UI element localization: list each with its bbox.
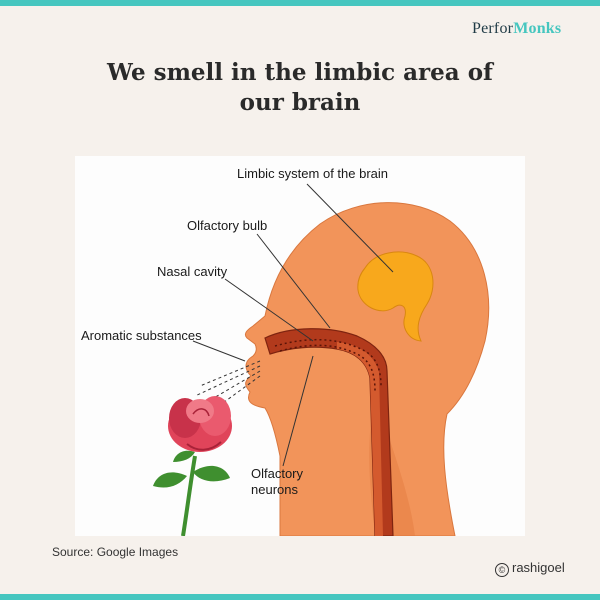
copyright-icon: © — [495, 563, 509, 577]
throat-inner — [337, 342, 383, 536]
bottom-accent-bar — [0, 594, 600, 600]
label-olfactory-neurons-2: neurons — [251, 482, 298, 497]
top-accent-bar — [0, 0, 600, 6]
label-aromatic-substances: Aromatic substances — [81, 328, 202, 343]
label-limbic-system: Limbic system of the brain — [237, 166, 389, 181]
brand-logo-part1: Perfor — [472, 20, 514, 37]
rose-stem — [181, 455, 197, 536]
page-title: We smell in the limbic area of our brain — [107, 59, 493, 116]
label-nasal-cavity: Nasal cavity — [157, 264, 228, 279]
limbic-system-shape — [357, 251, 434, 342]
rose-leaf-3 — [173, 450, 195, 462]
rose-leaf-2 — [193, 465, 230, 482]
neuron-dots-2 — [279, 344, 376, 392]
brand-logo: PerforMonks — [472, 20, 561, 38]
head-illustration — [153, 183, 490, 536]
rose-leaf-1 — [153, 472, 187, 488]
rose-flower — [168, 396, 232, 452]
brand-logo-part2: Monks — [513, 20, 562, 37]
credit: ©rashigoel — [495, 560, 565, 577]
label-olfactory-neurons-1: Olfactory — [251, 466, 304, 481]
leader-lines — [192, 183, 394, 467]
smell-diagram: Limbic system of the brain Olfactory bul… — [75, 156, 525, 536]
source-caption: Source: Google Images — [52, 545, 179, 559]
credit-name: rashigoel — [512, 560, 565, 575]
label-olfactory-bulb: Olfactory bulb — [187, 218, 268, 233]
